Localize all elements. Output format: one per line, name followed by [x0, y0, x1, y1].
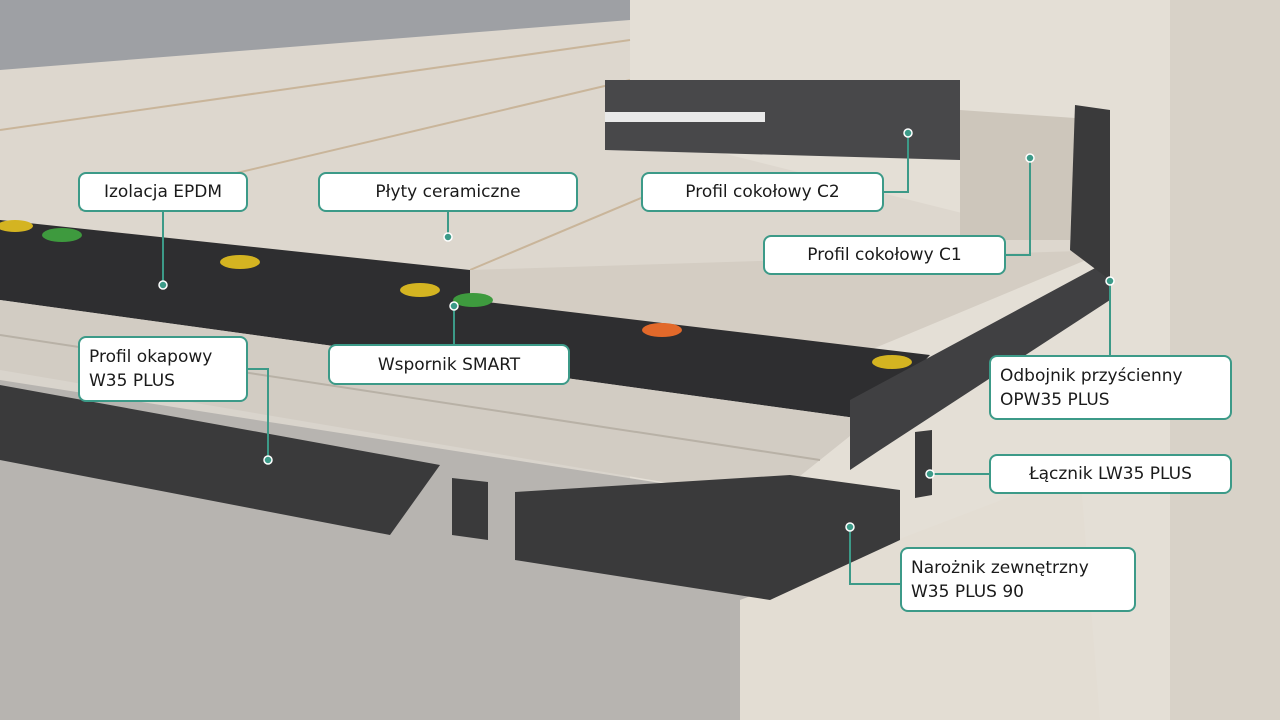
epdm-membrane	[0, 220, 930, 420]
connector-piece	[452, 478, 488, 540]
eave-profile	[0, 385, 440, 535]
tile-edge	[470, 250, 1110, 350]
label-text: Profil cokołowy C1	[807, 245, 962, 265]
leader-lines	[162, 133, 1111, 585]
label-text-line1: Odbojnik przyścienny	[1000, 365, 1183, 386]
wall-bumper	[850, 260, 1110, 470]
label-plyty-ceramiczne: Płyty ceramiczne	[318, 172, 578, 212]
connector-lw35	[915, 430, 932, 498]
leader-dots	[158, 128, 1115, 532]
label-text-line1: Profil okapowy	[89, 347, 213, 367]
label-text-line1: Narożnik zewnętrzny	[911, 557, 1089, 578]
label-text: Wspornik SMART	[377, 354, 521, 375]
label-profil-cokolowy-c1: Profil cokołowy C1	[763, 235, 1006, 275]
label-text: Izolacja EPDM	[103, 182, 223, 202]
label-text: Łącznik LW35 PLUS	[1029, 464, 1192, 484]
label-lacznik: Łącznik LW35 PLUS	[989, 454, 1232, 494]
label-text-line2: OPW35 PLUS	[1000, 389, 1110, 410]
pedestals	[0, 220, 912, 369]
label-wspornik-smart: Wspornik SMART	[328, 344, 570, 385]
label-text: Płyty ceramiczne	[375, 182, 521, 202]
label-text-line2: W35 PLUS 90	[911, 581, 1024, 602]
label-text-line2: W35 PLUS	[89, 371, 175, 391]
label-izolacja-epdm: Izolacja EPDM	[78, 172, 248, 212]
label-profil-cokolowy-c2: Profil cokołowy C2	[641, 172, 884, 212]
corner-profile	[515, 475, 900, 600]
plinth-profile-c1	[960, 110, 1075, 240]
plinth-profile-c2	[605, 80, 960, 160]
label-text: Profil cokołowy C2	[685, 182, 840, 202]
